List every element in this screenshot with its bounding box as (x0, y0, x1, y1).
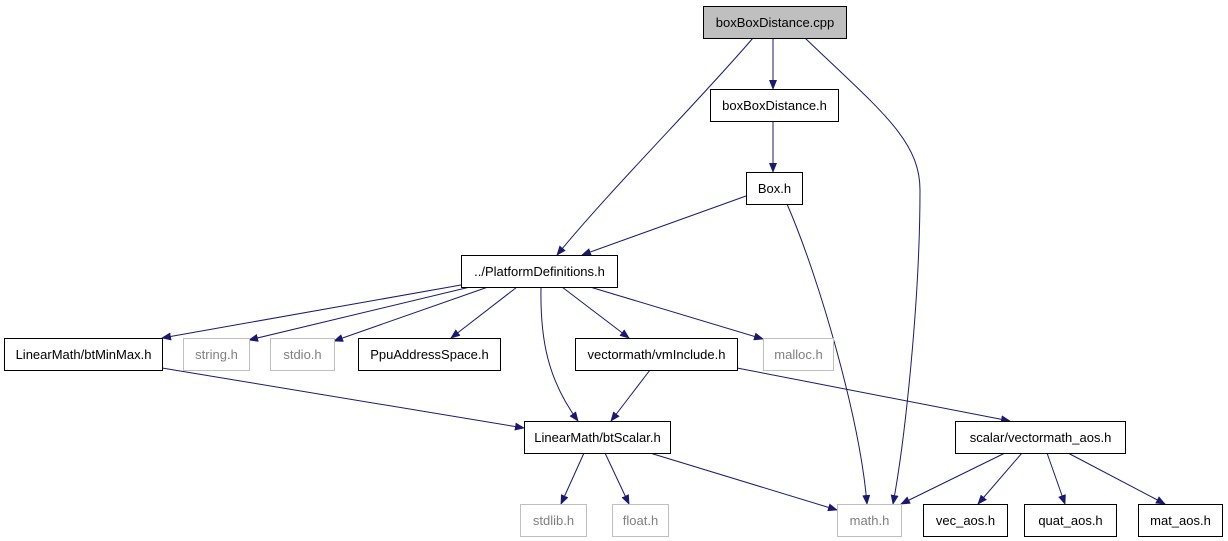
edges-layer (161, 37, 1166, 512)
nodes-layer: boxBoxDistance.cpp boxBoxDistance.hBox.h.… (4, 6, 1223, 537)
edge-scalar_vm-to-math_h (900, 452, 1006, 505)
node-box_h[interactable]: Box.h (746, 172, 803, 205)
node-box (746, 172, 803, 205)
node-btscalar[interactable]: LinearMath/btScalar.h (524, 421, 671, 454)
node-label: boxBoxDistance.cpp (716, 15, 835, 30)
node-label: math.h (850, 513, 890, 528)
edge-platdefs-to-vminclude (561, 286, 630, 339)
node-label: string.h (195, 347, 238, 362)
node-box (520, 504, 587, 537)
node-box (575, 338, 738, 371)
edge-platdefs-to-btminmax (161, 284, 462, 341)
node-float_h: float.h (612, 504, 669, 537)
node-vec_aos[interactable]: vec_aos.h (923, 504, 1008, 537)
node-label: boxBoxDistance.h (722, 98, 827, 113)
node-math_h: math.h (837, 504, 902, 537)
node-label: mat_aos.h (1150, 513, 1211, 528)
node-label: vectormath/vmInclude.h (587, 347, 725, 362)
node-root[interactable]: boxBoxDistance.cpp (703, 6, 847, 39)
node-box (923, 504, 1008, 537)
edge-platdefs-to-ppu (450, 286, 518, 339)
edge-platdefs-to-stdio_h (333, 286, 489, 342)
node-box (1024, 504, 1117, 537)
node-string_h: string.h (183, 338, 250, 371)
edge-btscalar-to-float_h (604, 452, 630, 505)
node-label: LinearMath/btScalar.h (534, 430, 660, 445)
node-box (703, 6, 847, 39)
node-vminclude[interactable]: vectormath/vmInclude.h (575, 338, 738, 371)
edge-btminmax-to-btscalar (161, 367, 525, 431)
edge-platdefs-to-malloc_h (589, 286, 764, 341)
node-box (183, 338, 250, 371)
edge-root-to-platdefs (556, 37, 754, 256)
edge-scalar_vm-to-quat_aos (1046, 452, 1066, 505)
node-stdlib_h: stdlib.h (520, 504, 587, 537)
node-label: float.h (623, 513, 658, 528)
node-label: ../PlatformDefinitions.h (474, 264, 605, 279)
edge-root-to-math_h (804, 37, 921, 505)
node-mat_aos[interactable]: mat_aos.h (1138, 504, 1223, 537)
node-box (955, 421, 1126, 454)
edge-platdefs-to-string_h (248, 286, 471, 342)
node-btminmax[interactable]: LinearMath/btMinMax.h (4, 338, 163, 371)
edge-platdefs-to-btscalar (540, 286, 579, 422)
node-stdio_h: stdio.h (270, 338, 335, 371)
node-malloc_h: malloc.h (763, 338, 834, 371)
edge-scalar_vm-to-vec_aos (977, 452, 1023, 505)
node-quat_aos[interactable]: quat_aos.h (1024, 504, 1117, 537)
node-label: vec_aos.h (936, 513, 995, 528)
edge-vminclude-to-scalar_vm (736, 367, 1011, 424)
edge-scalar_vm-to-mat_aos (1067, 452, 1166, 505)
node-box (1138, 504, 1223, 537)
node-label: LinearMath/btMinMax.h (16, 347, 152, 362)
node-box (837, 504, 902, 537)
node-platdefs[interactable]: ../PlatformDefinitions.h (461, 255, 618, 288)
node-bbd_h[interactable]: boxBoxDistance.h (710, 89, 839, 122)
node-label: malloc.h (774, 347, 822, 362)
node-label: stdio.h (283, 347, 321, 362)
node-box (270, 338, 335, 371)
node-box (461, 255, 618, 288)
edge-btscalar-to-stdlib_h (560, 452, 585, 505)
node-box (763, 338, 834, 371)
edge-vminclude-to-btscalar (610, 369, 651, 422)
node-label: scalar/vectormath_aos.h (970, 430, 1112, 445)
node-box (524, 421, 671, 454)
node-box (612, 504, 669, 537)
edge-box_h-to-platdefs (581, 195, 747, 256)
node-box (710, 89, 839, 122)
node-scalar_vm[interactable]: scalar/vectormath_aos.h (955, 421, 1126, 454)
edge-box_h-to-math_h (786, 203, 871, 505)
node-label: quat_aos.h (1038, 513, 1102, 528)
node-label: stdlib.h (533, 513, 574, 528)
edge-btscalar-to-math_h (649, 452, 838, 512)
node-label: PpuAddressSpace.h (370, 347, 489, 362)
node-box (358, 338, 501, 371)
node-box (4, 338, 163, 371)
node-label: Box.h (758, 181, 791, 196)
node-ppu[interactable]: PpuAddressSpace.h (358, 338, 501, 371)
